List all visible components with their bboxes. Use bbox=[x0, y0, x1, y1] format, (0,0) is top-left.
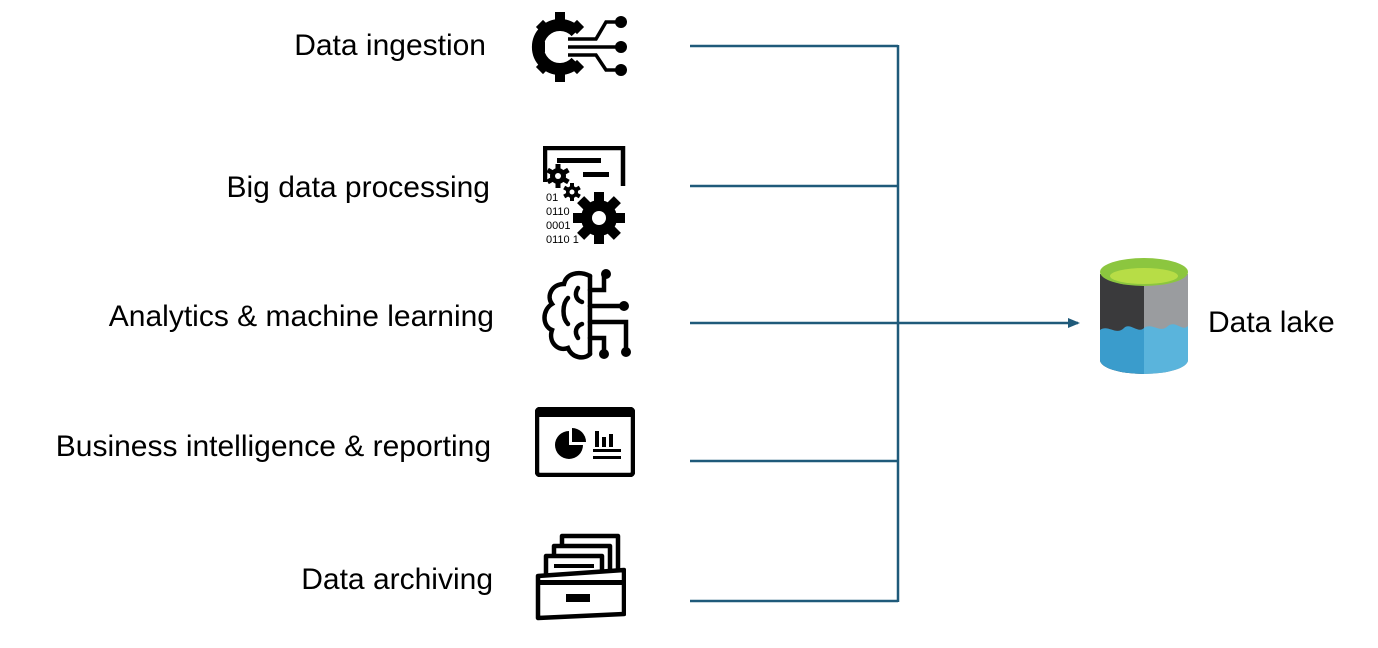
label-big-data-processing: Big data processing bbox=[226, 171, 491, 204]
binary-text-line-2: 0110 bbox=[546, 206, 570, 218]
gear-circuit-icon bbox=[531, 12, 627, 82]
label-data-archiving: Data archiving bbox=[301, 563, 493, 596]
label-data-ingestion: Data ingestion bbox=[294, 29, 486, 62]
binary-text-line-4: 0110 1 bbox=[546, 234, 579, 246]
dashboard-chart-icon bbox=[535, 407, 635, 477]
binary-text-line-1: 01 bbox=[546, 192, 558, 204]
file-cabinet-drawer-icon bbox=[535, 533, 626, 621]
binary-text-line-3: 0001 bbox=[546, 220, 570, 232]
data-lake-cylinder-icon bbox=[1100, 258, 1188, 374]
brain-circuit-icon bbox=[542, 269, 631, 360]
binary-gears-document-icon: 01 0110 0001 0110 1 bbox=[543, 146, 626, 246]
label-analytics-machine-learning: Analytics & machine learning bbox=[108, 300, 494, 333]
label-data-lake: Data lake bbox=[1208, 306, 1335, 339]
label-business-intelligence-reporting: Business intelligence & reporting bbox=[55, 430, 491, 463]
